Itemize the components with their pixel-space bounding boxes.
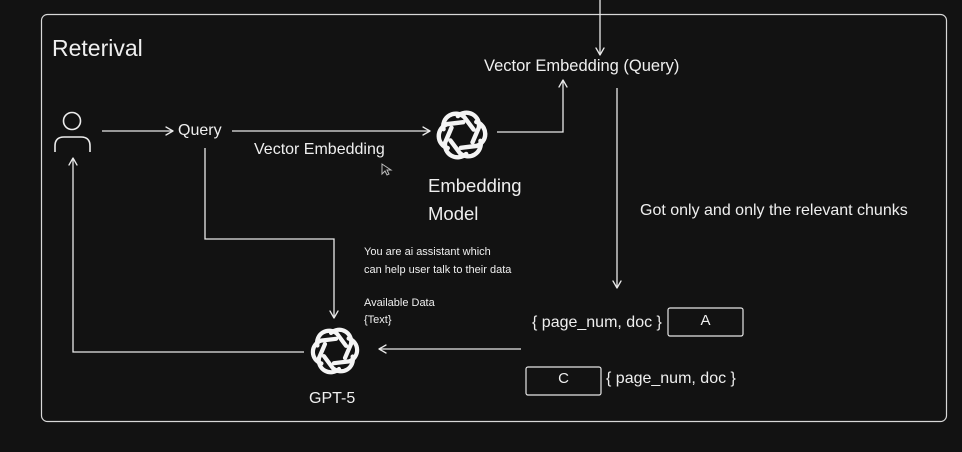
openai-icon (308, 326, 361, 375)
system-prompt-line: {Text} (364, 314, 392, 326)
frame-title: Reterival (52, 35, 143, 61)
query-node-label: Query (178, 122, 222, 139)
arrow-embedding-to-vector-query (497, 79, 568, 133)
chunk-box-c (525, 366, 602, 396)
cursor-icon (381, 163, 393, 176)
user-icon (54, 111, 91, 152)
relevant-chunks-label: Got only and only the relevant chunks (640, 202, 908, 219)
openai-icon (434, 109, 490, 161)
gpt-label: GPT-5 (309, 390, 356, 407)
chunk-metadata-label: { page_num, doc } (532, 314, 662, 331)
embedding-model-label: Embedding Model (428, 175, 522, 224)
arrow-gpt-to-user (68, 157, 304, 353)
system-prompt-line: You are ai assistant which (364, 246, 491, 258)
arrow-query-to-gpt (204, 148, 339, 319)
chunk-box-a (667, 307, 744, 337)
vector-embedding-query-label: Vector Embedding (Query) (484, 57, 680, 75)
vector-embedding-label: Vector Embedding (254, 141, 385, 158)
system-prompt-line: can help user talk to their data (364, 264, 512, 276)
chunk-box-label: C (558, 370, 569, 387)
retrieval-frame (40, 13, 948, 423)
system-prompt-line: Available Data (364, 297, 435, 309)
chunk-metadata-label: { page_num, doc } (606, 370, 736, 387)
chunk-box-label: A (700, 312, 711, 329)
